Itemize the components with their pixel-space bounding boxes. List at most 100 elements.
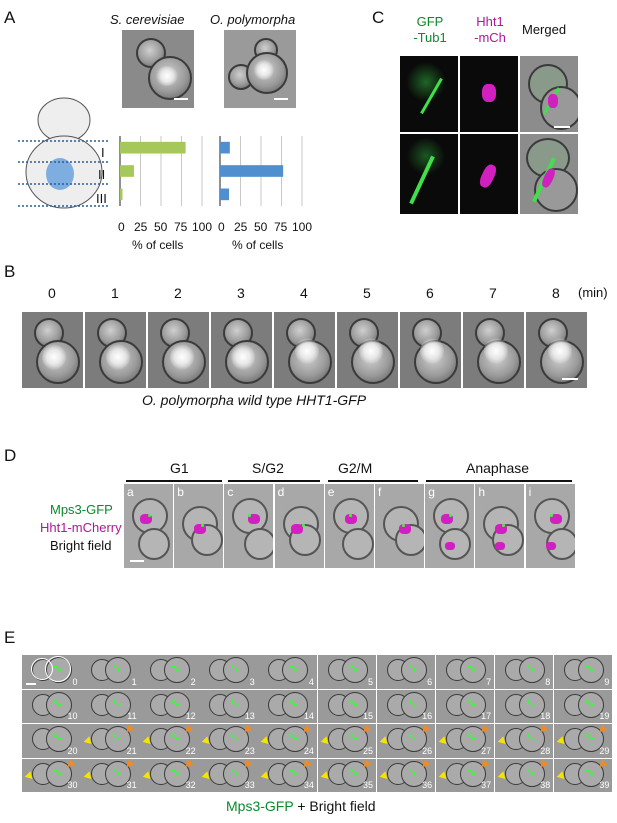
frame-number: 38 <box>540 780 551 790</box>
timelapse-frame <box>526 312 587 388</box>
frame-number: 1 <box>131 676 137 687</box>
grid-frame: 5 <box>317 655 376 689</box>
frame-number: 5 <box>367 676 373 687</box>
frame-number: 12 <box>185 711 196 721</box>
frame-letter: d <box>277 485 285 499</box>
grid-frame: 34 <box>258 758 317 792</box>
frame-number: 29 <box>599 745 610 756</box>
grid-frame: 18 <box>494 689 554 723</box>
tick-label: 100 <box>192 220 213 234</box>
c-merged-top <box>520 56 578 132</box>
bar-II <box>220 165 284 177</box>
grid-frame: 4 <box>258 655 317 689</box>
c-mch-bottom <box>460 134 518 214</box>
xlabel-polymorpha: % of cells <box>232 238 284 252</box>
phase-sg2: S/G2 <box>252 460 284 476</box>
grid-frame: 26 <box>376 724 436 758</box>
grid-frame: 3 <box>199 655 258 689</box>
region-label-1: I <box>101 145 105 160</box>
grid-frame: 12 <box>140 689 199 723</box>
frame-number: 26 <box>422 745 433 756</box>
grid-frame: 10 <box>22 689 81 723</box>
frame-number: 39 <box>599 780 610 790</box>
c-merged-bottom <box>520 134 578 214</box>
grid-caption: Mps3-GFP + Bright field <box>226 798 376 814</box>
time-label: 4 <box>300 285 308 301</box>
frame-number: 11 <box>127 711 137 721</box>
time-label: 8 <box>552 285 560 301</box>
tick-label: 0 <box>118 220 125 234</box>
micrograph-polymorpha <box>224 30 296 108</box>
grid-frame: 24 <box>258 724 317 758</box>
grid-frame: 13 <box>199 689 258 723</box>
bar-II <box>120 165 134 177</box>
frame-number: 27 <box>481 745 492 756</box>
grid-frame: 6 <box>376 655 436 689</box>
grid-frame: 11 <box>81 689 140 723</box>
micrograph-cerevisiae <box>122 30 194 108</box>
frame-number: 13 <box>244 711 255 721</box>
panel-label-b: B <box>4 262 16 281</box>
grid-frame: 36 <box>376 758 436 792</box>
time-label: 0 <box>48 285 56 301</box>
cellcycle-frame: b <box>174 484 224 568</box>
frame-number: 37 <box>481 780 492 790</box>
grid-frame: 22 <box>140 724 199 758</box>
grid-frame: 39 <box>553 758 613 792</box>
cellcycle-frame: a <box>124 484 173 568</box>
phase-bar-g2m <box>328 480 418 482</box>
grid-frame: 37 <box>435 758 495 792</box>
frame-letter: b <box>177 485 184 499</box>
frame-number: 17 <box>481 711 492 721</box>
grid-frame: 1 <box>81 655 140 689</box>
grid-frame: 0 <box>22 655 81 689</box>
grid-frame: 14 <box>258 689 317 723</box>
grid-frame: 9 <box>553 655 613 689</box>
ticks-cerevisiae: 0 25 50 75 100 <box>114 220 214 234</box>
frame-number: 3 <box>249 676 255 687</box>
phase-bar-sg2 <box>228 480 320 482</box>
cellcycle-frame: c <box>224 484 274 568</box>
frame-number: 23 <box>244 745 255 756</box>
frame-number: 18 <box>540 711 551 721</box>
cell-schematic <box>18 97 110 209</box>
phase-g1: G1 <box>170 460 189 476</box>
timelapse-frame <box>85 312 146 388</box>
grid-frame: 33 <box>199 758 258 792</box>
phase-anaphase: Anaphase <box>466 460 530 476</box>
cellcycle-frame: g <box>425 484 475 568</box>
col-header-gfp-line2: -Tub1 <box>413 30 447 45</box>
phase-bar-g1 <box>126 480 222 482</box>
ticks-polymorpha: 0 25 50 75 100 <box>214 220 314 234</box>
chart-cerevisiae <box>119 136 203 206</box>
region-label-3: III <box>96 191 107 206</box>
timelapse-frame <box>337 312 398 388</box>
grid-frame: 19 <box>553 689 613 723</box>
frame-number: 16 <box>422 711 433 721</box>
c-mch-top <box>460 56 518 132</box>
grid-frame: 29 <box>553 724 613 758</box>
frame-number: 33 <box>244 780 255 790</box>
tick-label: 75 <box>174 220 188 234</box>
cellcycle-frame: d <box>274 484 324 568</box>
frame-letter: h <box>478 485 486 499</box>
frame-number: 2 <box>190 676 196 687</box>
frame-number: 35 <box>362 780 373 790</box>
cellcycle-frame: f <box>375 484 424 568</box>
grid-frame: 38 <box>494 758 554 792</box>
time-label: 2 <box>174 285 182 301</box>
grid-frame: 7 <box>435 655 495 689</box>
frame-number: 34 <box>303 780 314 790</box>
grid-frame: 32 <box>140 758 199 792</box>
tick-label: 50 <box>254 220 268 234</box>
grid-frame: 16 <box>376 689 436 723</box>
panel-label-e: E <box>4 628 16 647</box>
panel-label-a: A <box>4 8 16 27</box>
tick-label: 75 <box>274 220 288 234</box>
grid-frame: 25 <box>317 724 376 758</box>
xlabel-cerevisiae: % of cells <box>132 238 184 252</box>
c-gfp-bottom <box>400 134 458 214</box>
frame-letter: i <box>528 485 532 499</box>
col-header-hht1: Hht1 -mCh <box>462 14 518 46</box>
